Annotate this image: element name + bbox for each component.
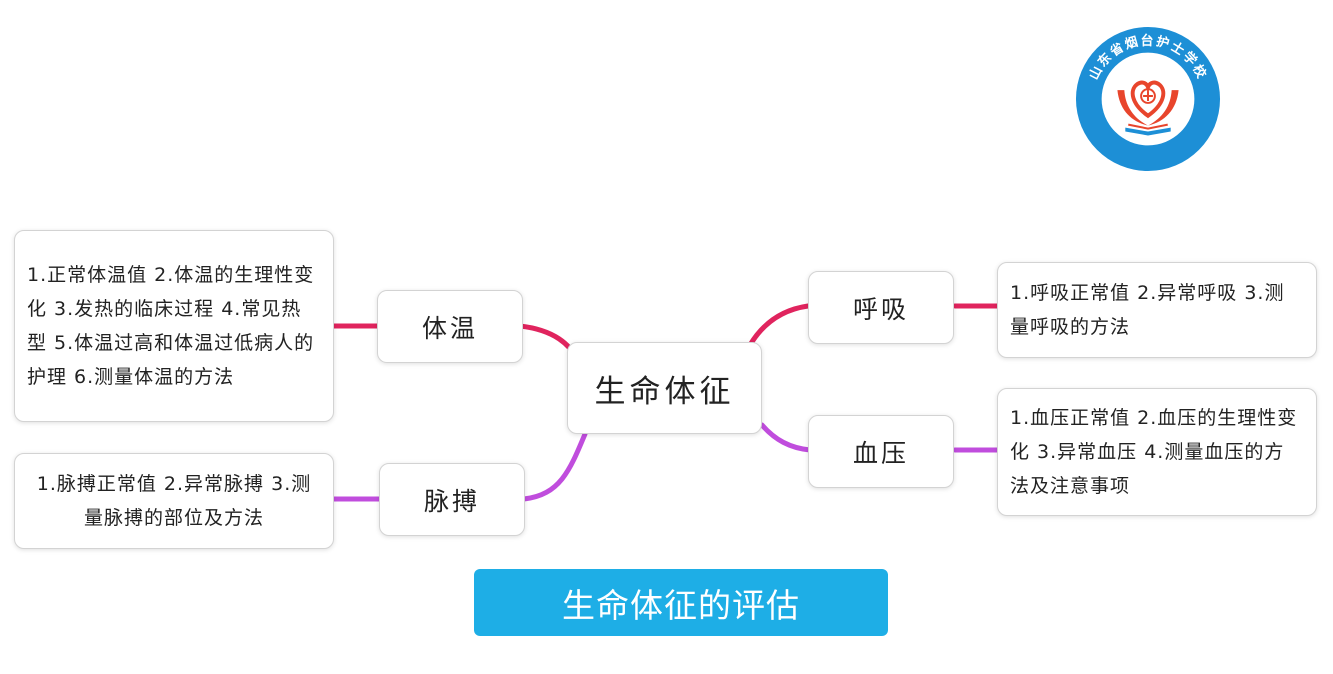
branch-respiration-node: 呼吸: [808, 271, 954, 344]
detail-pulse-node: 1.脉搏正常值 2.异常脉搏 3.测量脉搏的部位及方法: [14, 453, 334, 549]
branch-pulse-node: 脉搏: [379, 463, 525, 536]
school-logo: 山东省烟台护士学校 Yantai Nurses School of Shando…: [1074, 25, 1221, 172]
branch-blood-pressure-label: 血压: [852, 438, 909, 468]
center-topic-node: 生命体征: [567, 342, 762, 434]
branch-blood-pressure-node: 血压: [808, 415, 954, 488]
branch-temperature-node: 体温: [377, 290, 523, 363]
branch-pulse-label: 脉搏: [423, 486, 480, 516]
connector-center-blood-pressure: [759, 422, 813, 453]
detail-temperature-text: 1.正常体温值 2.体温的生理性变化 3.发热的临床过程 4.常见热型 5.体温…: [27, 264, 315, 388]
detail-respiration-node: 1.呼吸正常值 2.异常呼吸 3.测量呼吸的方法: [997, 262, 1317, 358]
branch-temperature-label: 体温: [421, 313, 478, 343]
connector-center-respiration: [747, 303, 811, 348]
detail-pulse-text: 1.脉搏正常值 2.异常脉搏 3.测量脉搏的部位及方法: [36, 473, 312, 529]
center-topic-label: 生命体征: [594, 373, 735, 410]
detail-blood-pressure-node: 1.血压正常值 2.血压的生理性变化 3.异常血压 4.测量血压的方法及注意事项: [997, 388, 1317, 516]
detail-temperature-node: 1.正常体温值 2.体温的生理性变化 3.发热的临床过程 4.常见热型 5.体温…: [14, 230, 334, 422]
title-text: 生命体征的评估: [562, 585, 800, 625]
detail-blood-pressure-text: 1.血压正常值 2.血压的生理性变化 3.异常血压 4.测量血压的方法及注意事项: [1010, 407, 1298, 497]
title-banner: 生命体征的评估: [474, 569, 888, 636]
connector-center-pulse: [521, 431, 588, 502]
branch-respiration-label: 呼吸: [852, 294, 909, 324]
detail-respiration-text: 1.呼吸正常值 2.异常呼吸 3.测量呼吸的方法: [1010, 282, 1285, 338]
